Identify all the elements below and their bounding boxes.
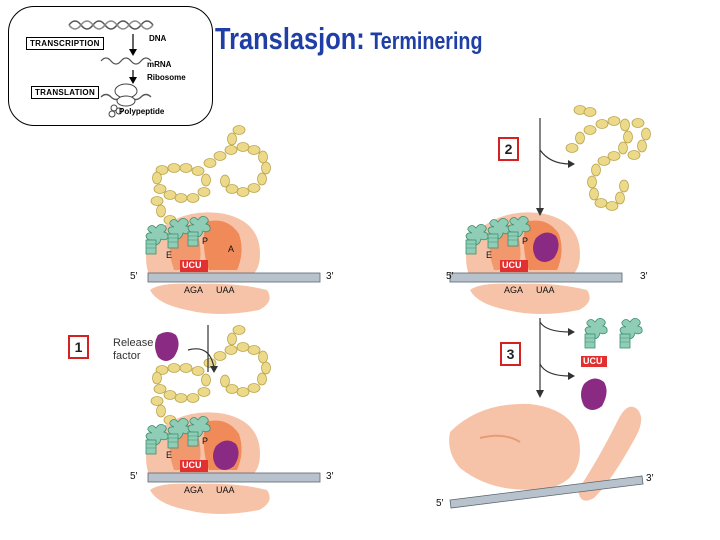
codon-label: AGA [184, 285, 204, 295]
e-site-label-c: E [486, 250, 493, 260]
freed-trna-2 [619, 317, 643, 349]
large-subunit [449, 403, 580, 490]
translation-label: TRANSLATION [31, 86, 100, 99]
ribosome-label: Ribosome [147, 73, 186, 82]
slide-title: Translasjon: Terminering [215, 20, 482, 57]
transcription-label: TRANSCRIPTION [26, 37, 104, 50]
five-prime-label-c: 5′ [446, 271, 454, 282]
p-site-label-c: P [522, 236, 529, 246]
p-site-label: P [202, 236, 209, 246]
release-factor-line2: factor [113, 350, 141, 362]
step-1-badge: 1 [68, 335, 89, 359]
stop-codon-label-b: UAA [216, 485, 235, 495]
stop-codon-label: UAA [216, 285, 235, 295]
anticodon-label-c: UCU [502, 260, 522, 270]
small-subunit [578, 406, 642, 501]
codon-label-b: AGA [184, 485, 204, 495]
e-site-label-b: E [166, 450, 173, 460]
stop-codon-label-c: UAA [536, 285, 555, 295]
anticodon-box-top-left [180, 260, 208, 272]
three-prime-label-c: 3′ [640, 271, 648, 282]
anticodon-label: UCU [182, 260, 202, 270]
step-2-badge: 2 [498, 137, 519, 161]
codon-label-c: AGA [504, 285, 524, 295]
a-site-label: A [228, 244, 235, 254]
release-factor-arrow [187, 348, 215, 369]
release-factor-glyph [155, 332, 179, 361]
inset-drawing [68, 20, 154, 118]
three-prime-label: 3′ [326, 271, 334, 282]
release-factor-label: Release factor [113, 337, 153, 363]
step-3-badge: 3 [500, 342, 521, 366]
mrna-top-left [147, 272, 321, 283]
anticodon-label-d: UCU [583, 356, 603, 366]
title-main: Translasjon: [215, 21, 365, 56]
freed-trna-1 [584, 317, 608, 349]
mrna-label: mRNA [147, 60, 172, 69]
mrna-bottom-right [449, 475, 644, 509]
freed-release-factor [581, 378, 607, 410]
three-prime-label-b: 3′ [326, 471, 334, 482]
title-sub: Terminering [364, 28, 483, 55]
anticodon-label-b: UCU [182, 460, 202, 470]
central-dogma-inset: TRANSCRIPTION TRANSLATION DNA mRNA Ribos… [8, 6, 213, 126]
release-factor-line1: Release [113, 337, 154, 349]
polypeptide-label: Polypeptide [119, 107, 165, 116]
three-prime-label-d: 3′ [646, 473, 654, 484]
p-site-label-b: P [202, 436, 209, 446]
five-prime-label-d: 5′ [436, 498, 444, 509]
five-prime-label: 5′ [130, 271, 138, 282]
dna-label: DNA [149, 34, 167, 43]
five-prime-label-b: 5′ [130, 471, 138, 482]
e-site-label: E [166, 250, 173, 260]
released-polypeptide [565, 105, 651, 211]
